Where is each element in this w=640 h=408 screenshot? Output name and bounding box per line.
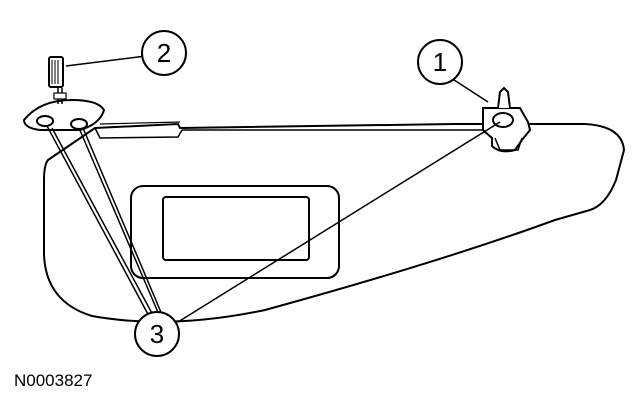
sun-visor-outline (43, 122, 626, 323)
callout-circle-3 (134, 311, 180, 357)
right-clip-foot (494, 137, 523, 151)
vanity-mirror-frame (130, 185, 340, 279)
bracket-wire-tab (53, 92, 67, 100)
leader-line-3a (46, 125, 151, 319)
leader-line-1 (447, 75, 489, 103)
screw-component (48, 56, 64, 88)
callout-label-3: 3 (150, 319, 164, 349)
callout-label-2: 2 (157, 38, 171, 68)
callout-circle-2 (141, 30, 187, 76)
figure-id-label: N0003827 (14, 371, 93, 390)
callout-label-1: 1 (433, 47, 447, 77)
leader-line-3d (82, 127, 164, 318)
left-mounting-bracket (22, 98, 106, 131)
leader-line-3b (51, 127, 155, 318)
vanity-mirror-glass (162, 196, 310, 261)
left-bracket-screw-hole-b (70, 118, 88, 130)
visor-pivot-rod-line-2 (99, 121, 181, 125)
visor-pivot-rod (94, 127, 183, 139)
callout-circle-1 (417, 39, 463, 85)
right-clip-hook (497, 86, 511, 109)
leader-line-3e (177, 121, 501, 323)
leader-line-3c (78, 127, 161, 318)
leader-line-2 (65, 55, 147, 67)
left-bracket-screw-hole-a (36, 115, 54, 127)
